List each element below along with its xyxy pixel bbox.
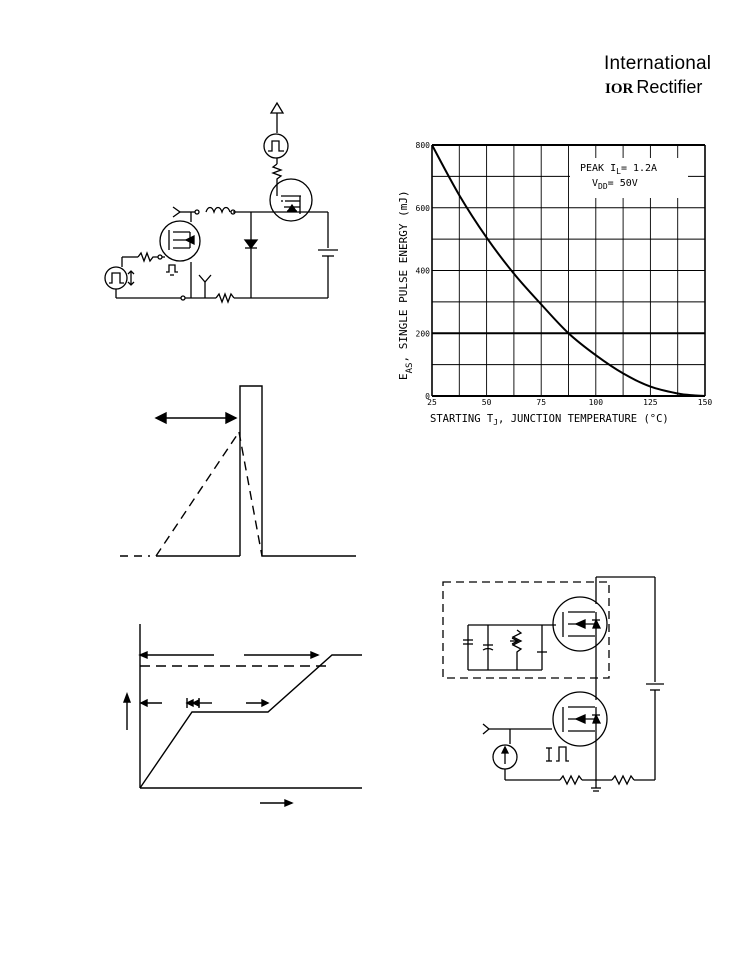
vdd-annotation: VDD= 50V	[592, 178, 638, 191]
y-axis-label-main: E	[397, 373, 410, 380]
vdd-sub: DD	[598, 182, 608, 191]
x-axis-label-unit: °C)	[650, 413, 669, 425]
x-tick-label: 150	[698, 398, 713, 407]
peak-current-sub: L	[616, 167, 621, 176]
chart-tick-labels: 25 50 75 100 125 150 0 200 400 600 800	[416, 141, 713, 407]
y-tick-label: 200	[416, 329, 431, 338]
x-tick-label: 25	[427, 398, 437, 407]
y-tick-label: 0	[425, 392, 430, 401]
eas-curve-line	[431, 144, 706, 397]
brand-rectifier: Rectifier	[636, 77, 703, 97]
x-axis-label-rest: , JUNCTION TEMPERATURE (	[498, 413, 650, 425]
y-tick-label: 600	[416, 204, 431, 213]
vdd-label: V	[592, 178, 598, 189]
x-axis-label-pre: STARTING T	[430, 413, 494, 425]
y-axis-label-rest: , SINGLE PULSE ENERGY (mJ)	[397, 190, 410, 362]
x-tick-label: 75	[536, 398, 546, 407]
x-tick-label: 125	[643, 398, 658, 407]
x-tick-label: 100	[589, 398, 604, 407]
peak-current-label: PEAK I	[580, 163, 616, 174]
y-axis-label-sub: AS	[405, 363, 415, 374]
x-axis-label-sub: J	[493, 418, 498, 427]
peak-current-annotation: PEAK IL= 1.2A	[580, 163, 657, 176]
brand-name-line1: International	[604, 53, 712, 74]
x-axis-label: STARTING TJ, JUNCTION TEMPERATURE (°C)	[430, 413, 669, 427]
x-tick-label: 50	[482, 398, 492, 407]
vdd-value: = 50V	[608, 178, 638, 189]
y-tick-label: 400	[416, 267, 431, 276]
peak-current-value: = 1.2A	[621, 163, 657, 174]
y-tick-label: 800	[416, 141, 431, 150]
y-axis-label: EAS, SINGLE PULSE ENERGY (mJ)	[397, 190, 415, 380]
ior-logo: IOR	[605, 81, 634, 97]
